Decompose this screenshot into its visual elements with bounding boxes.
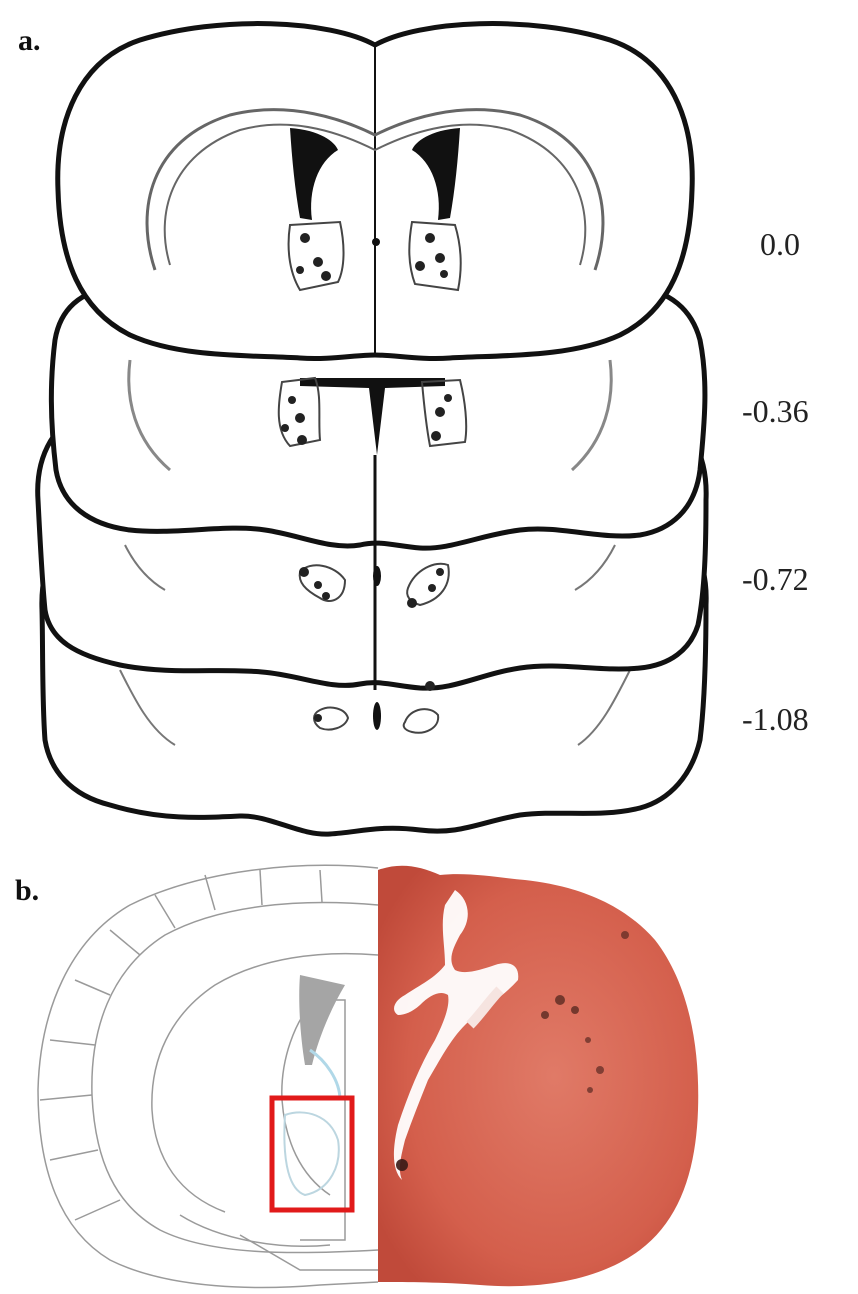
nucleus-accumbens-outline — [284, 1112, 338, 1195]
panel-b-label: b. — [15, 874, 39, 907]
anterior-commissure-shade — [310, 1050, 340, 1100]
stained-section-photo — [378, 866, 698, 1287]
level-label-1: -0.36 — [742, 393, 809, 429]
level-label-3: -1.08 — [742, 701, 809, 737]
coronal-section-1 — [58, 24, 692, 359]
level-label-2: -0.72 — [742, 561, 809, 597]
lateral-ventricle-shade — [299, 975, 345, 1065]
atlas-hemisphere — [38, 865, 378, 1287]
panel-a-label: a. — [18, 24, 41, 57]
level-label-0: 0.0 — [760, 226, 800, 262]
